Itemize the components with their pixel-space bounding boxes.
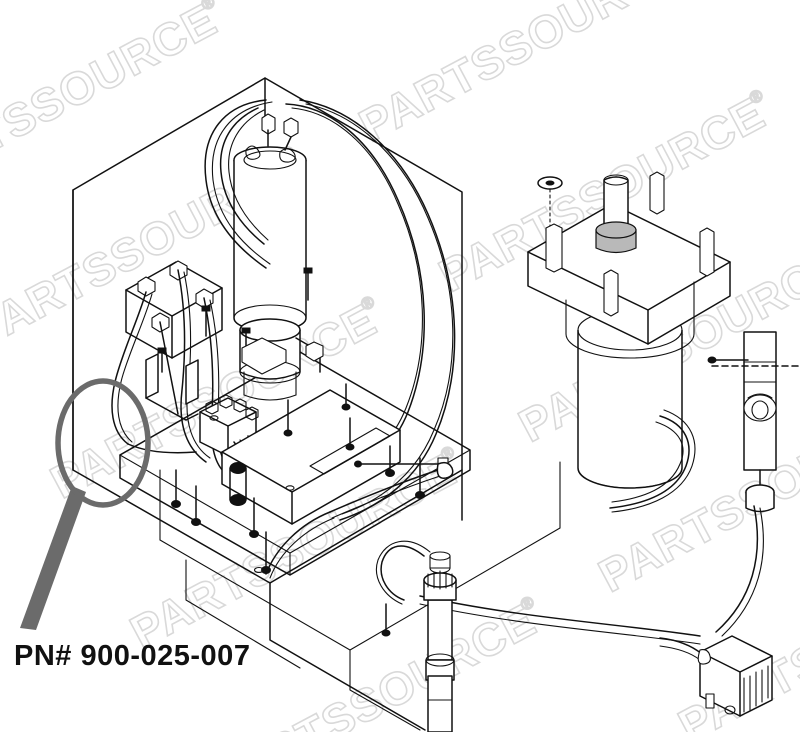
cross-tube-fitting: [265, 461, 454, 579]
motor-pump-assembly: [527, 171, 731, 489]
callout-highlight-ellipse: [55, 378, 151, 508]
mounting-bracket-left: [145, 353, 199, 421]
connector-relay-block: [659, 635, 773, 717]
accumulator-lower-bracket: [241, 337, 324, 375]
valve-mount-bolt: [381, 603, 391, 637]
part-number-label: PN# 900-025-007: [14, 640, 251, 672]
sensor-bracket-right: [707, 331, 800, 513]
chassis-lower-skirt: [185, 469, 463, 731]
inline-valve-assembly: [376, 540, 457, 732]
motor-outlet-tubing: [609, 409, 696, 513]
callout-leader-line: [20, 486, 86, 630]
center-right-screw: [303, 267, 313, 301]
wire-harness: [111, 269, 231, 473]
hardware-screws: [157, 305, 425, 574]
accumulator-top-fittings: [261, 113, 299, 151]
